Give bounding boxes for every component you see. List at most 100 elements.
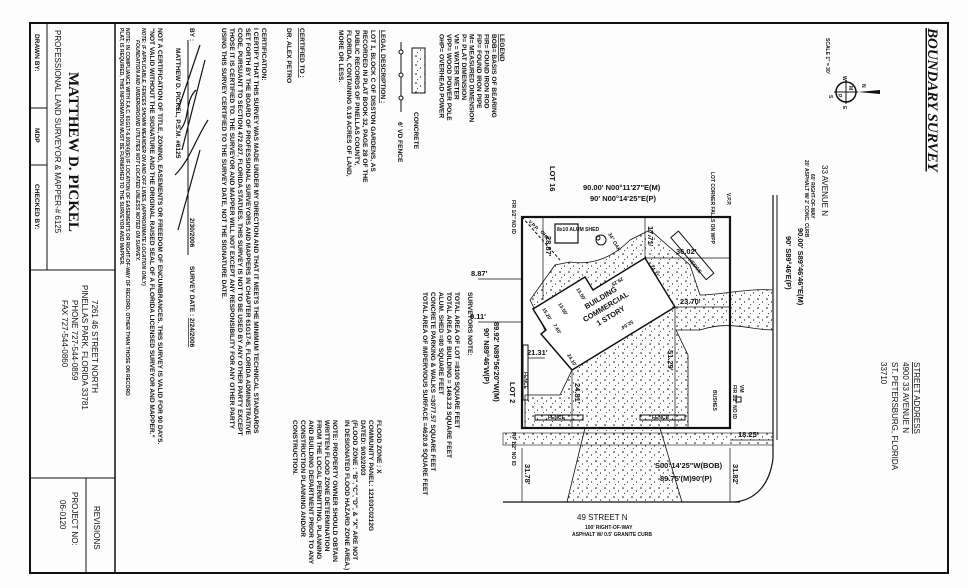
- street-address: STREET ADDRESS 4900 33 AVENUE N ST. PETE…: [879, 362, 921, 471]
- document-title: BOUNDARY SURVEY: [924, 27, 940, 173]
- legend-items-4-text: P= PLAT DIMENSION: [460, 34, 467, 100]
- alum-shed: [554, 223, 579, 244]
- legal_description-lines-1-text: RECORDED IN PLAT BOOK 32, PAGE 28 OF THE: [361, 30, 368, 183]
- drawing-bearings-left_m-text: 89.92' N89°56'20"W(M): [492, 322, 501, 402]
- certified-to: CERTIFIED TO : DR. ALEX PETRO: [285, 28, 305, 83]
- header-compass-p-text: P: [836, 94, 842, 98]
- header-compass-m-text: M: [847, 86, 853, 90]
- surveyors_note-lines-1-text: TOTAL AREA OF BUILDING = 1463.23 SQUARE …: [445, 292, 452, 458]
- title_block-drawn_by-text: MDP: [33, 128, 40, 143]
- header-compass-s-text: S: [827, 95, 833, 99]
- certification: CERTIFICATION: I CERTIFY THAT THIS SURVE…: [220, 28, 267, 436]
- owner_note-0-text: NOTE: PROPERTY OWNER SHOULD OBTAIN: [331, 420, 338, 562]
- legend-items-6-text: VPP= WOOD POWER POLE: [445, 34, 452, 121]
- signature-by-text: BY :: [188, 28, 195, 41]
- disclaimers-0-text: NOT A CERTIFICATION OF TITLE, ZONING, EA…: [156, 28, 163, 445]
- drawing-bearings-bottom_p-text: 89.75'(M)90'(P): [660, 474, 712, 483]
- surveyors_note-lines-4-text: TOTAL AREA OF IMPERVIOUS SURFACE =4620.8…: [421, 292, 428, 495]
- legend-concrete-text: CONCRETE: [412, 112, 419, 150]
- flood-2-text: DATED: 9/03/2003: [359, 420, 366, 476]
- title-block: DRAWN BY: MDP CHECKED BY: MATTHEW D. PIC…: [33, 30, 101, 550]
- drawing-labels-oak-text: 34" OAK: [606, 232, 622, 253]
- owner_note-3-text: AND BUILDING DEPARTMENT PRIOR TO ANY: [307, 420, 314, 565]
- flood-4-text: IN DESIGNATED FLOOD HAZARD ZONE AREA.): [343, 420, 350, 570]
- drawing-dims-d12-text: 51.29': [666, 350, 675, 371]
- disclaimers-3-text: FOUNDATION AND UNDERGROUND UTILITIES NOT…: [134, 40, 140, 261]
- drawing-labels-shed-text: 8x10 ALUM SHED: [557, 227, 599, 233]
- surveyors-note: SURVEYORS NOTE: TOTAL AREA OF LOT =8100 …: [421, 292, 473, 495]
- drawing-dims-d6-text: 36.02': [676, 247, 697, 256]
- sheet-frame: [29, 22, 949, 574]
- sidewalk: [502, 432, 774, 446]
- drawing-labels-bushes-text: BUSHES: [711, 390, 717, 412]
- building: [531, 256, 677, 371]
- header-street_address-line1-text: 4900 33 AVENUE N: [901, 362, 910, 433]
- title_block-checked_by_label-text: CHECKED BY:: [33, 184, 40, 229]
- certification-4-text: THOSE IT IS CERTIFIED TO. THE SURVEYOR A…: [228, 28, 235, 430]
- drawing-labels-vm-text: VM: [738, 385, 744, 393]
- legal_description-title-text: LEGAL DESCRIPTION :: [379, 30, 386, 103]
- disclaimers: NOT A CERTIFICATION OF TITLE, ZONING, EA…: [118, 28, 163, 445]
- legend-items-0-text: BOB= BASIS OF BEARING: [490, 34, 497, 118]
- drawing-streets-east-paving-text: ASPHALT W/ 0.5' GRANITE CURB: [572, 532, 652, 538]
- drawing-streets-east-row-text: 100' RIGHT-OF-WAY: [585, 525, 633, 531]
- header-street_address-line3-text: 33710: [879, 362, 888, 385]
- surveyors_note-lines-2-text: ALUM. SHED =80 SQUARE FEET: [437, 292, 444, 395]
- oak-tree-icon: [595, 234, 607, 246]
- fence-symbol-icon: [398, 42, 404, 112]
- flood-0-text: FLOOD ZONE : X: [375, 420, 382, 474]
- title_block-revisions-text: REVISIONS: [92, 506, 101, 550]
- drawing-bearings-left_p-text: 90' N89°46'W(P): [482, 328, 491, 385]
- hedge: [670, 230, 715, 281]
- property-owner-note: NOTE: PROPERTY OWNER SHOULD OBTAIN WRITT…: [291, 420, 338, 565]
- site-plan: 1 STORY COMMERCIAL BUILDING 8x10 ALUM SH…: [470, 160, 829, 538]
- scale-label: SCALE 1" = 30': [824, 38, 830, 74]
- drawing-dims-d11-text: 24.81': [573, 383, 582, 404]
- legend-title-text: LEGEND: [498, 34, 505, 62]
- certified_to-name-text: DR. ALEX PETRO: [285, 28, 292, 83]
- drawing-bearings-right_m-text: 90.00' S89°46'46"E(M): [796, 228, 805, 306]
- title_block-project_no_label-text: PROJECT NO:: [70, 492, 79, 546]
- flood-zone-note: FLOOD ZONE : X COMMUNITY PANEL: 12103C02…: [343, 420, 382, 570]
- drawing-dims-d1-text: 8.87': [471, 269, 488, 278]
- disclaimers-2-text: NOTE: IF APPLICABLE, FENCES SHOWN MEANDE…: [140, 28, 146, 286]
- drawing-streets-east-name-text: 49 STREET N: [577, 513, 628, 522]
- drawing-labels-vpp2-text: V.P.P.: [725, 193, 731, 206]
- concrete-swatch: [411, 47, 426, 94]
- lot-boundary: [520, 215, 732, 430]
- drawing-labels-vpp1-text: V.P.P.: [527, 219, 540, 232]
- drawing-dims-d8-text: 31.78': [523, 464, 532, 485]
- flood-1-text: COMMUNITY PANEL: 12103C0212G: [367, 420, 374, 531]
- drawing-labels-ohp-text: OHP: [538, 229, 550, 242]
- surveyors_note-title-text: SURVEYORS NOTE:: [466, 292, 473, 356]
- drawing-labels-fir_se-text: FIR 1/2" NO ID: [731, 385, 737, 419]
- drawing-dims-d9-text: 17.71': [646, 226, 655, 247]
- surveyor-name: MATTHEW D. PICKEL: [65, 72, 81, 232]
- signature-survey_date-text: 2/24/2006: [188, 318, 195, 348]
- header-compass-w-text: W: [841, 76, 847, 81]
- drawing-labels-fence3-text: FENCE: [652, 415, 670, 421]
- header-street_address-label-text: STREET ADDRESS: [912, 362, 921, 434]
- surveyors_note-lines-0-text: TOTAL AREA OF LOT =8100 SQUARE FEET: [453, 292, 460, 428]
- disclaimers-5-text: PLAT, IS REQUIRED, THIS INFORMATION MUST…: [118, 28, 124, 266]
- drawing-bearings-bottom_m-text: S00°14'25"W(BOB): [655, 461, 723, 470]
- legal_description-lines-4-text: MORE OR LESS.: [337, 30, 344, 83]
- disclaimers-4-text: NOTE: IN COMPLIANCE WITH F.A.C. 61G17-6.…: [124, 28, 130, 396]
- drawing-streets-north-paving-text: 20' ASPHALT W/ 2' CONC. CURB: [803, 160, 809, 238]
- title_block-drawn_by_label-text: DRAWN BY:: [33, 34, 40, 72]
- title_block-phone-text: PHONE 727-544-0859: [70, 300, 79, 381]
- signature-surveyor-text: MATTHEW D. PICKEL, P.S.M. #6125: [174, 48, 181, 159]
- legend-fence-text: 6' VD FENCE: [396, 122, 403, 163]
- drawing-labels-fence1-text: FENCE: [522, 372, 528, 390]
- legend: LEGEND BOB= BASIS OF BEARING FIR= FOUND …: [396, 34, 505, 163]
- drawing-labels-fir_nw-text: FIR 1/2" NO ID: [510, 200, 516, 234]
- drawing-bearings-top_m-text: 90.00' N00°11'27"E(M): [583, 183, 661, 192]
- certification-5-text: USING THIS SURVEY CERTIFIED TO THE SURVE…: [220, 28, 227, 299]
- certification-3-text: CODE, PURSUANT TO SECTION 472.027, FLORI…: [236, 28, 243, 436]
- certification-1-text: I CERTIFY THAT THIS SURVEY WAS MADE UNDE…: [252, 28, 259, 434]
- drawing-bearings-top_p-text: 90' N00°14'25"E(P): [590, 194, 656, 203]
- drawing-labels-fence2-text: FENCE: [548, 415, 566, 421]
- owner_note-5-text: CONSTRUCTION.: [291, 420, 298, 475]
